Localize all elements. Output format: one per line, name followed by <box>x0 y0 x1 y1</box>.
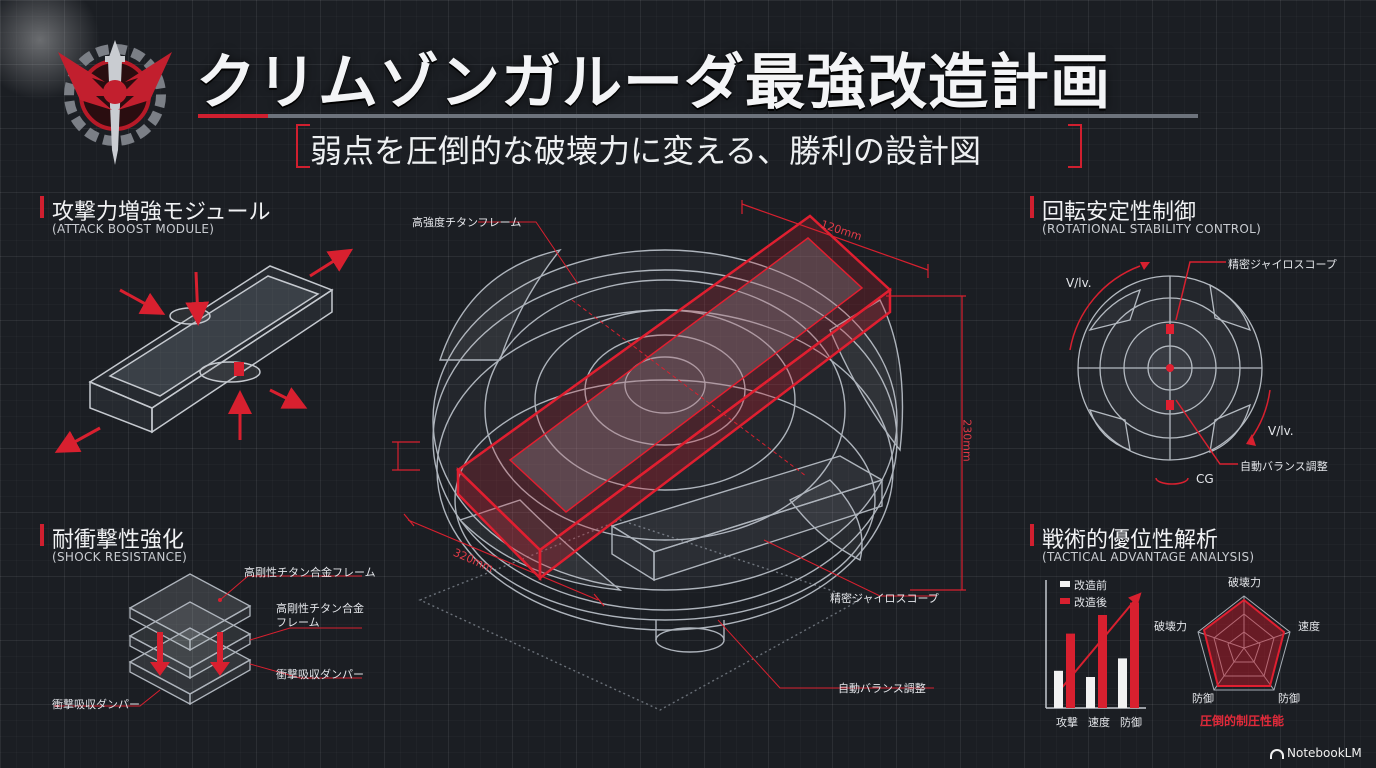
bar-category-attack: 攻撃 <box>1056 716 1078 729</box>
radar-axis-destruction-left: 破壊力 <box>1154 620 1187 633</box>
notebooklm-logo-icon <box>1270 748 1284 759</box>
legend-swatch-before <box>1060 581 1070 587</box>
attack-section-subtitle: (ATTACK BOOST MODULE) <box>52 222 215 236</box>
section-marker <box>1030 196 1034 218</box>
tactical-section-title: 戦術的優位性解析 <box>1042 528 1219 553</box>
page-subtitle: 弱点を圧倒的な破壊力に変える、勝利の設計図 <box>310 132 982 170</box>
shock-section-title: 耐衝撃性強化 <box>52 528 185 553</box>
label-damper-right: 衝撃吸収ダンパー <box>276 668 364 681</box>
label-v-left: V/lv. <box>1066 276 1092 290</box>
bar-速度-改造前 <box>1086 677 1095 708</box>
title-underline <box>198 114 1198 118</box>
bar-category-speed: 速度 <box>1088 716 1110 729</box>
subtitle-bracket-left <box>296 124 310 168</box>
label-titanium-frame: 高強度チタンフレーム <box>412 216 522 229</box>
attack-section-title: 攻撃力増強モジュール <box>52 200 271 225</box>
tactical-section-subtitle: (TACTICAL ADVANTAGE ANALYSIS) <box>1042 550 1255 564</box>
label-v-right: V/lv. <box>1268 424 1294 438</box>
radar-axis-defense-right: 防御 <box>1278 692 1300 705</box>
watermark-text: NotebookLM <box>1287 746 1362 760</box>
label-auto-balance-stability: 自動バランス調整 <box>1240 460 1328 473</box>
radar-axis-speed: 速度 <box>1298 620 1320 633</box>
label-frame-1: 高剛性チタン合金フレーム <box>244 566 376 579</box>
notebooklm-watermark: NotebookLM <box>1270 746 1362 760</box>
section-marker <box>40 524 44 546</box>
subtitle-bracket-right <box>1068 124 1082 168</box>
bar-category-defense: 防御 <box>1120 716 1142 729</box>
label-frame-2-line2: フレーム <box>276 616 320 629</box>
section-marker <box>40 196 44 218</box>
label-gyroscope-stability: 精密ジャイロスコープ <box>1228 258 1337 271</box>
bar-防御-改造後 <box>1130 602 1139 708</box>
dimension-right: 230mm <box>960 419 974 462</box>
label-damper-left: 衝撃吸収ダンパー <box>52 698 140 711</box>
dimension-top: 120mm <box>819 217 864 244</box>
bar-防御-改造前 <box>1118 658 1127 708</box>
label-frame-2-line1: 高剛性チタン合金 <box>276 602 364 615</box>
bar-速度-改造後 <box>1098 615 1107 708</box>
radar-axis-defense-left: 防御 <box>1192 692 1214 705</box>
stability-section-subtitle: (ROTATIONAL STABILITY CONTROL) <box>1042 222 1262 236</box>
label-auto-balance: 自動バランス調整 <box>838 682 926 695</box>
radar-caption: 圧倒的制圧性能 <box>1200 714 1285 728</box>
radar-axis-destruction: 破壊力 <box>1228 576 1261 589</box>
bar-攻撃-改造前 <box>1054 670 1063 708</box>
legend-before-label: 改造前 <box>1074 579 1107 592</box>
legend-after-label: 改造後 <box>1074 596 1107 609</box>
legend-swatch-after <box>1060 598 1070 604</box>
dimension-left: 320mm <box>451 545 496 576</box>
page-title: クリムゾンガルーダ最強改造計画 <box>196 48 1111 118</box>
radar-area <box>1202 598 1286 687</box>
label-center-of-gravity: CG <box>1196 472 1214 486</box>
stability-section-title: 回転安定性制御 <box>1042 200 1197 225</box>
bar-攻撃-改造後 <box>1066 633 1075 708</box>
section-marker <box>1030 524 1034 546</box>
label-gyroscope: 精密ジャイロスコープ <box>830 592 939 605</box>
shock-section-subtitle: (SHOCK RESISTANCE) <box>52 550 188 564</box>
